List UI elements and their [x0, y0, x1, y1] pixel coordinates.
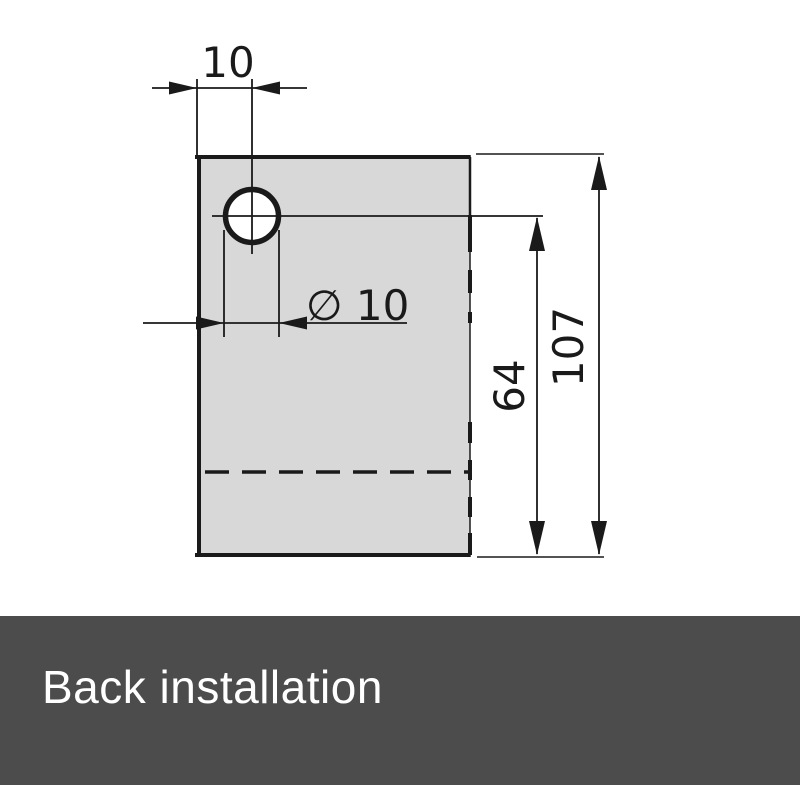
caption-bar: Back installation: [0, 616, 800, 785]
technical-drawing: 10 ∅ 10 64 107: [143, 38, 607, 558]
dim-64-value: 64: [485, 359, 534, 412]
dim-diameter-arrow-right: [279, 316, 307, 330]
dim-107-arrow-top: [591, 156, 607, 190]
dim-64-arrow-top: [529, 217, 545, 251]
dim-64-arrow-bottom: [529, 521, 545, 555]
caption-text: Back installation: [42, 660, 383, 713]
dim-diameter-value: ∅ 10: [306, 281, 409, 330]
dim-107-value: 107: [544, 307, 593, 387]
dim-offset-arrow-left: [169, 81, 197, 95]
dim-offset-value: 10: [201, 38, 254, 87]
dim-offset-arrow-right: [252, 81, 280, 95]
dim-107-arrow-bottom: [591, 521, 607, 555]
dim-diameter-arrow-left: [196, 316, 224, 330]
